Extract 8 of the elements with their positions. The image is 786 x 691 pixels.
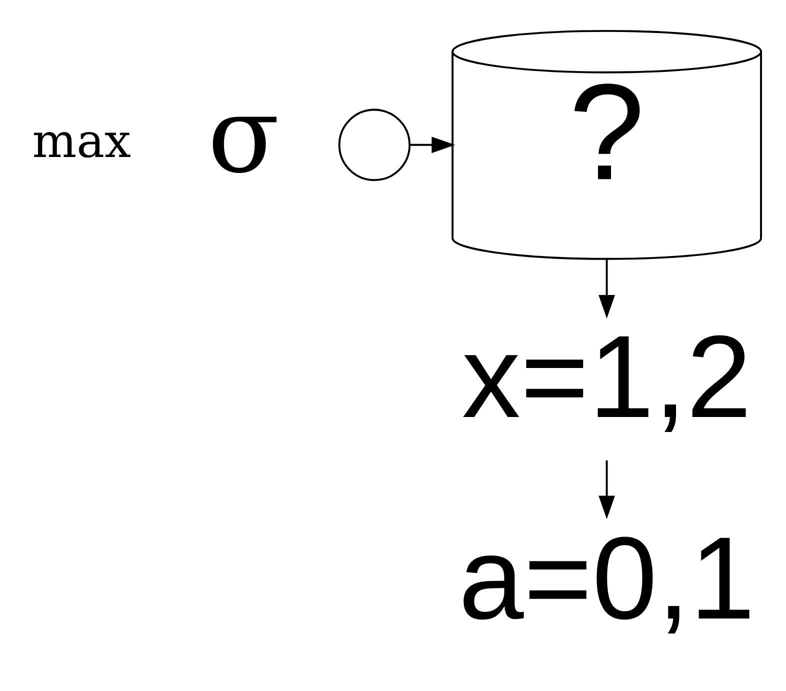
node-label: max <box>32 114 131 169</box>
arrow <box>598 460 615 519</box>
node-circle <box>338 108 411 181</box>
node-text: x=1,2 <box>462 310 752 442</box>
arrow <box>410 136 456 153</box>
node-label: σ <box>208 73 280 196</box>
node-text: a=0,1 <box>458 512 755 643</box>
arrow <box>598 258 615 318</box>
